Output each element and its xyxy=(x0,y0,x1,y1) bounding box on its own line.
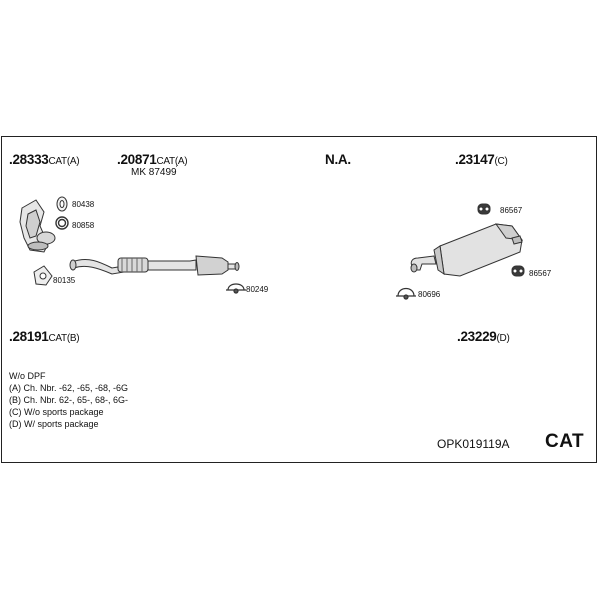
notes-block: W/o DPF (A) Ch. Nbr. -62, -65, -68, -6G … xyxy=(9,370,128,430)
small-part-86567-bottom: 86567 xyxy=(529,269,552,278)
part-label-28191: .28191CAT(B) xyxy=(9,329,80,344)
part-label-28333: .28333CAT(A) xyxy=(9,152,80,167)
note-line: (C) W/o sports package xyxy=(9,407,104,417)
category-label: CAT xyxy=(545,431,585,452)
small-part-80249: 80249 xyxy=(246,285,269,294)
rear-muffler-drawing xyxy=(410,223,524,277)
note-line: W/o DPF xyxy=(9,371,46,381)
small-part-80438: 80438 xyxy=(72,200,95,209)
part-label-na: N.A. xyxy=(325,152,351,167)
kit-marker: ˈ xyxy=(175,165,179,176)
ring-80858-drawing xyxy=(55,216,69,230)
kit-label: MK 87499 xyxy=(131,167,177,178)
part-label-20871: .20871CAT(A) xyxy=(117,152,188,167)
gasket-80438-drawing xyxy=(56,196,68,212)
diagram-frame xyxy=(1,136,597,463)
clamp-80249-drawing xyxy=(226,283,246,294)
small-part-80696: 80696 xyxy=(418,290,441,299)
kit-code: OPK019119A xyxy=(437,437,510,451)
part-number: .20871 xyxy=(117,152,157,167)
small-part-80135: 80135 xyxy=(53,276,76,285)
hanger-86567-top-drawing xyxy=(477,203,491,215)
part-label-23147: .23147(C) xyxy=(455,152,508,167)
part-number: .23229 xyxy=(457,329,497,344)
part-number: N.A. xyxy=(325,152,351,167)
small-part-80858: 80858 xyxy=(72,221,95,230)
part-suffix: CAT(A) xyxy=(48,156,80,167)
part-suffix: (C) xyxy=(494,156,508,167)
part-number: .28333 xyxy=(9,152,49,167)
catalytic-converter-drawing xyxy=(19,199,56,253)
gasket-80135-drawing xyxy=(33,265,53,286)
part-label-23229: .23229(D) xyxy=(457,329,510,344)
part-number: .28191 xyxy=(9,329,49,344)
part-suffix: CAT(B) xyxy=(48,333,80,344)
note-line: (B) Ch. Nbr. 62-, 65-, 68-, 6G- xyxy=(9,395,129,405)
note-line: (A) Ch. Nbr. -62, -65, -68, -6G xyxy=(9,383,129,393)
front-pipe-drawing xyxy=(69,255,240,276)
part-suffix: CAT(A) xyxy=(156,156,188,167)
clamp-80696-drawing xyxy=(396,287,416,300)
note-line: (D) W/ sports package xyxy=(9,419,99,429)
hanger-86567-bottom-drawing xyxy=(511,265,525,277)
part-number: .23147 xyxy=(455,152,495,167)
small-part-86567-top: 86567 xyxy=(500,206,523,215)
part-suffix: (D) xyxy=(496,333,510,344)
